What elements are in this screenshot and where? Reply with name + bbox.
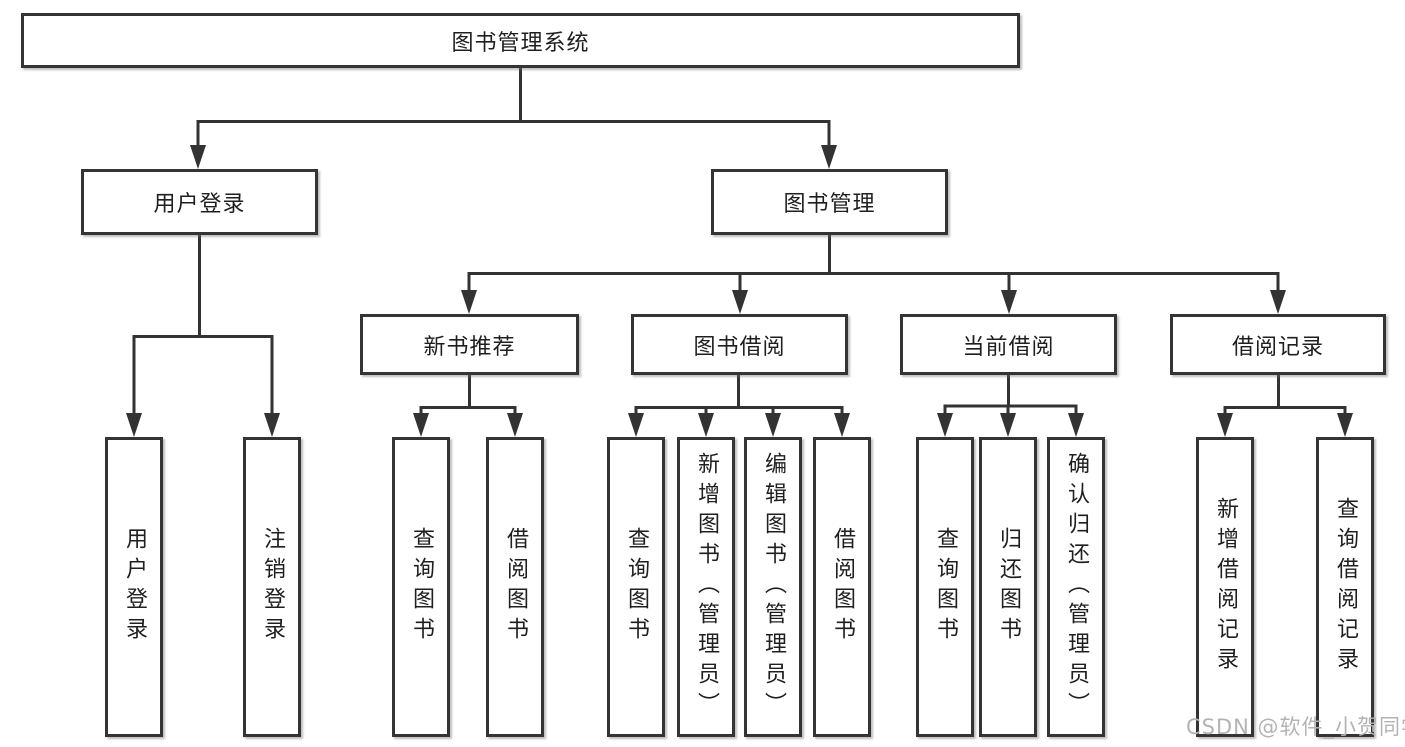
leaf-borrow-books-recommend: 借阅图书 (486, 437, 544, 737)
leaf-label: 用户登录 (122, 527, 147, 647)
leaf-label: 新增借阅记录 (1213, 497, 1238, 677)
leaf-query-borrow-record: 查询借阅记录 (1316, 437, 1374, 737)
node-root: 图书管理系统 (21, 13, 1020, 68)
leaf-return-books: 归还图书 (979, 437, 1037, 737)
leaf-label: 查询图书 (933, 527, 958, 647)
node-new-book-recommend: 新书推荐 (360, 314, 579, 375)
leaf-edit-books-admin: 编辑图书（管理员） (744, 437, 802, 737)
node-borrow-records: 借阅记录 (1170, 314, 1386, 375)
node-book-borrow: 图书借阅 (631, 314, 848, 375)
node-user-login: 用户登录 (81, 169, 318, 235)
leaf-label: 借阅图书 (830, 527, 855, 647)
leaf-add-borrow-record: 新增借阅记录 (1196, 437, 1254, 737)
leaf-label: 归还图书 (996, 527, 1021, 647)
leaf-label: 查询图书 (409, 527, 434, 647)
csdn-watermark: CSDN @软件_小贺同学 (1186, 715, 1405, 739)
leaf-label: 确认归还（管理员） (1064, 452, 1089, 722)
leaf-confirm-return-admin: 确认归还（管理员） (1047, 437, 1105, 737)
leaf-query-books-borrow: 查询图书 (607, 437, 665, 737)
node-current-borrow: 当前借阅 (900, 314, 1117, 375)
leaf-add-books-admin: 新增图书（管理员） (677, 437, 735, 737)
leaf-label: 查询借阅记录 (1333, 497, 1358, 677)
leaf-user-login: 用户登录 (105, 437, 163, 737)
leaf-label: 借阅图书 (503, 527, 528, 647)
leaf-label: 新增图书（管理员） (694, 452, 719, 722)
leaf-query-books-recommend: 查询图书 (392, 437, 450, 737)
leaf-label: 编辑图书（管理员） (761, 452, 786, 722)
leaf-label: 注销登录 (260, 527, 285, 647)
leaf-logout: 注销登录 (243, 437, 301, 737)
leaf-label: 查询图书 (624, 527, 649, 647)
node-book-management: 图书管理 (711, 169, 948, 235)
leaf-query-books-current: 查询图书 (916, 437, 974, 737)
leaf-borrow-books: 借阅图书 (813, 437, 871, 737)
